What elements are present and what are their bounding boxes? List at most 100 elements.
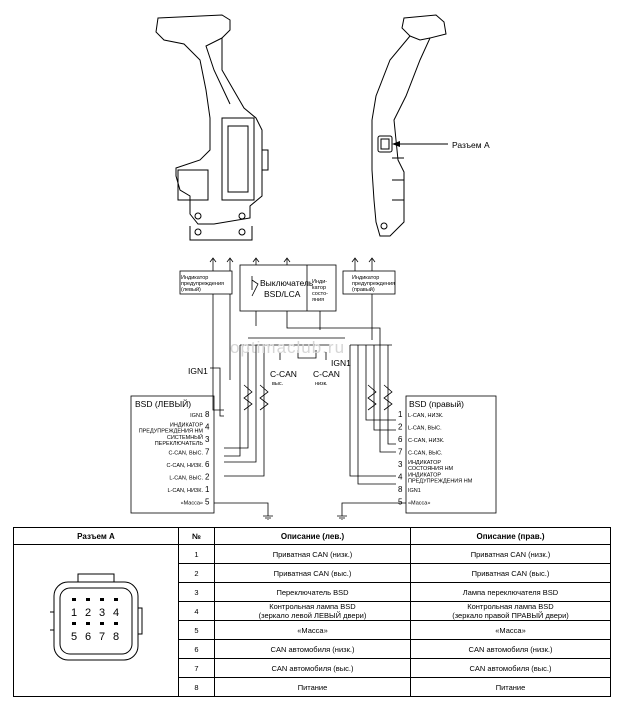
bsd-right-title: BSD (правый) — [409, 399, 464, 409]
desc-left-cell: CAN автомобиля (низк.) — [214, 639, 411, 659]
callout-arrowhead — [392, 141, 400, 147]
desc-left-cell: Контрольная лампа BSD(зеркало левой ЛЕВЫ… — [214, 601, 411, 621]
desc-left-cell: Переключатель BSD — [214, 582, 411, 602]
warn-indicator-right-box — [342, 270, 396, 295]
bsd-switch-label-1: Выключатель — [260, 278, 314, 288]
svg-text:Инди-: Инди- — [312, 279, 327, 285]
desc-left-cell: «Масса» — [214, 620, 411, 640]
desc-right-cell: Лампа переключателя BSD — [410, 582, 611, 602]
svg-text:катор: катор — [312, 285, 326, 291]
pin-number-cell: 1 — [178, 544, 215, 564]
bsd-left-pin-label: ИНДИКАТОР — [170, 423, 203, 429]
bsd-left-pin-label: L-CAN, НИЗК. — [167, 488, 203, 494]
connector-pin-number: 8 — [113, 631, 119, 643]
bsd-right-pin-number: 4 — [398, 473, 403, 482]
pin-number-cell: 5 — [178, 620, 215, 640]
svg-text:предупреждения: предупреждения — [352, 281, 395, 287]
watermark: optimaclub.ru — [230, 338, 346, 357]
wiring-diagram: Разъем А — [130, 14, 497, 520]
bsd-left-pin-number: 7 — [205, 448, 210, 457]
bsd-right-pin-label: ИНДИКАТОР — [408, 473, 441, 479]
bsd-left-title: BSD (ЛЕВЫЙ) — [135, 398, 191, 409]
desc-right-cell: Контрольная лампа BSD(зеркало правой ПРА… — [410, 601, 611, 621]
bsd-right-pin-label: C-CAN, ВЫС. — [408, 451, 443, 457]
bsd-right-pin-number: 5 — [398, 498, 403, 507]
bsd-left-pin-label: C-CAN, НИЗК. — [167, 463, 204, 469]
bsd-left-pin-number: 1 — [205, 485, 210, 494]
bsd-right-pin-label: «Масса» — [408, 501, 430, 507]
bsd-right-pin-number: 8 — [398, 485, 403, 494]
bsd-left-pin-label: C-CAN, ВЫС. — [168, 451, 203, 457]
pin-number-cell: 4 — [178, 601, 215, 621]
desc-right-cell: Питание — [410, 677, 611, 697]
svg-text:яния: яния — [312, 297, 324, 303]
ccan-low-sub: низк. — [315, 381, 328, 387]
bsd-left-pin-label: СИСТЕМНЫЙ — [167, 433, 203, 441]
bsd-right-pin-number: 2 — [398, 423, 403, 432]
pin-number-cell: 8 — [178, 677, 215, 697]
warn-indicator-left-label: Индикатор предупреждения (левый) — [181, 275, 224, 293]
svg-text:Индикатор: Индикатор — [352, 275, 379, 281]
bsd-right-pin-label: C-CAN, НИЗК. — [408, 438, 445, 444]
bsd-right-pin-label: L-CAN, НИЗК. — [408, 413, 444, 419]
bsd-left-pin-label: IGN1 — [190, 413, 203, 419]
header-number: № — [178, 527, 215, 545]
desc-left-cell: Питание — [214, 677, 411, 697]
header-desc-right: Описание (прав.) — [410, 527, 611, 545]
connector-pin-number: 4 — [113, 607, 119, 619]
warn-indicator-right-label: Индикатор предупреждения (правый) — [352, 275, 395, 293]
header-connector: Разъем А — [13, 527, 179, 545]
bsd-left-pin-number: 3 — [205, 435, 210, 444]
pin-number-cell: 7 — [178, 658, 215, 678]
connector-pin-number: 5 — [71, 631, 77, 643]
bsd-right-pin-label: СОСТОЯНИЯ НМ — [408, 466, 454, 472]
bsd-right-pin-number: 7 — [398, 448, 403, 457]
pin-number-cell: 2 — [178, 563, 215, 583]
desc-right-cell: «Масса» — [410, 620, 611, 640]
desc-right-cell: CAN автомобиля (низк.) — [410, 639, 611, 659]
ign1-left-label: IGN1 — [188, 366, 208, 376]
desc-left-cell: Приватная CAN (низк.) — [214, 544, 411, 564]
bsd-right-pin-label: ИНДИКАТОР — [408, 460, 441, 466]
warn-indicator-left-box — [179, 270, 233, 295]
connector-pin-number: 1 — [71, 607, 77, 619]
bsd-right-pin-number: 6 — [398, 435, 403, 444]
bsd-left-pin-number: 8 — [205, 410, 210, 419]
bsd-left-box — [130, 395, 215, 514]
bsd-left-pin-label: ПРЕДУПРЕЖДЕНИЯ НМ — [139, 429, 204, 435]
bsd-left-pin-number: 2 — [205, 473, 210, 482]
connector-pin-number: 7 — [99, 631, 105, 643]
bsd-left-pin-number: 5 — [205, 498, 210, 507]
bsd-right-pin-label: ПРЕДУПРЕЖДЕНИЯ НМ — [408, 479, 473, 485]
desc-left-cell: CAN автомобиля (выс.) — [214, 658, 411, 678]
desc-right-cell: Приватная CAN (низк.) — [410, 544, 611, 564]
bsd-unit-left-drawing — [155, 14, 269, 241]
connector-pin-number: 6 — [85, 631, 91, 643]
svg-text:состо-: состо- — [312, 291, 328, 297]
connector-a-callout: Разъем А — [452, 140, 490, 150]
bsd-right-pin-number: 3 — [398, 460, 403, 469]
connector-pin-number: 2 — [85, 607, 91, 619]
ccan-high-sub: выс. — [272, 381, 284, 387]
bsd-left-pin-label: «Масса» — [181, 501, 203, 507]
ccan-high-label: C-CAN — [270, 369, 297, 379]
desc-left-cell: Приватная CAN (выс.) — [214, 563, 411, 583]
bsd-left-pin-label: L-CAN, ВЫС. — [169, 476, 203, 482]
bsd-switch-box — [239, 264, 337, 312]
svg-text:Индикатор: Индикатор — [181, 275, 208, 281]
bsd-switch-label-2: BSD/LCA — [264, 289, 301, 299]
svg-text:(правый): (правый) — [352, 286, 375, 293]
bsd-unit-right-drawing — [371, 14, 447, 237]
ccan-low-label: C-CAN — [313, 369, 340, 379]
bsd-right-pin-label: L-CAN, ВЫС. — [408, 426, 442, 432]
pin-table: Разъем А № Описание (лев.) Описание (пра… — [13, 527, 611, 697]
bsd-right-pin-number: 1 — [398, 410, 403, 419]
desc-right-cell: CAN автомобиля (выс.) — [410, 658, 611, 678]
svg-text:(левый): (левый) — [181, 286, 201, 293]
